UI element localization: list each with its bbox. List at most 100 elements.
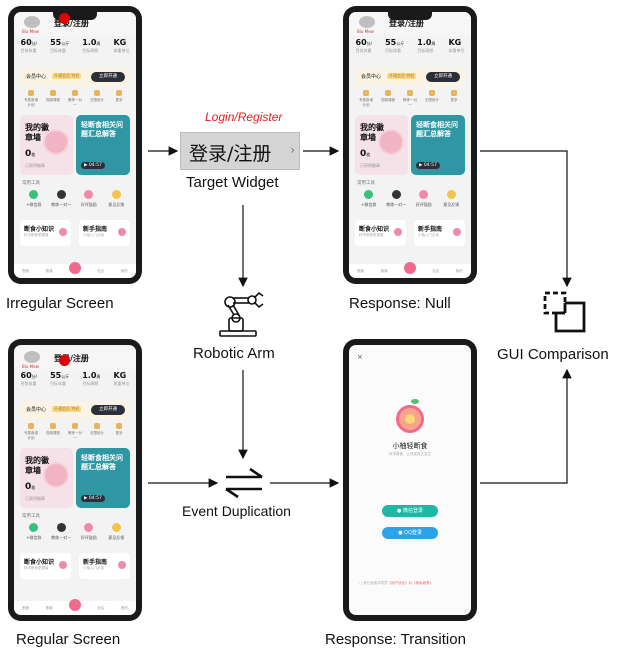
tools-row: +微信群 教练一对一 好评鼓励 意见反馈 xyxy=(20,188,130,212)
badge-card-title: 我的徽章墙 xyxy=(25,123,49,142)
tab-community[interactable]: 社区 xyxy=(97,268,105,273)
article-card[interactable]: 轻断食相关问题汇总解答 ▶ 04:57 xyxy=(76,448,130,508)
tab-me[interactable]: 我的 xyxy=(455,268,463,273)
medal-icon xyxy=(378,129,404,155)
robotic-arm-caption: Robotic Arm xyxy=(193,345,275,362)
badge-wall-card[interactable]: 我的徽章墙 0枚 已获得徽章 xyxy=(355,115,408,175)
logo-subtitle: Biu Mew xyxy=(357,29,374,34)
response-transition-caption: Response: Transition xyxy=(325,631,466,648)
login-register-link[interactable]: 登录/注册 xyxy=(54,354,89,363)
vip-banner[interactable]: 会员中心 开通会员 特权 立即开通 xyxy=(20,68,130,86)
close-icon[interactable]: × xyxy=(357,353,363,361)
login-register-link[interactable]: 登录/注册 xyxy=(54,19,89,28)
knowledge-card[interactable]: 断食小知识科学断食更健康 xyxy=(20,220,71,246)
wechat-login-label: 微信登录 xyxy=(402,508,423,514)
tool-item[interactable]: 意见反馈 xyxy=(104,521,128,545)
terms-link-user[interactable]: 《用户协议》 xyxy=(387,581,409,585)
login-register-link[interactable]: 登录/注册 xyxy=(389,19,424,28)
vip-open-button[interactable]: 立即开通 xyxy=(91,72,125,82)
center-action-button[interactable] xyxy=(68,262,81,274)
swap-arrows-icon xyxy=(225,467,263,499)
tab-me[interactable]: 我的 xyxy=(120,605,128,610)
feature-item[interactable]: 视频课程 xyxy=(45,88,61,108)
tool-item[interactable]: +微信群 xyxy=(357,188,381,212)
tab-fasting[interactable]: 断食 xyxy=(22,605,30,610)
vip-title: 会员中心 xyxy=(26,407,47,413)
tab-recipes[interactable]: 食谱 xyxy=(45,268,53,273)
badge-card-title: 我的徽章墙 xyxy=(360,123,384,142)
tools-label: 常用工具 xyxy=(22,181,40,186)
tools-row: +微信群 教练一对一 好评鼓励 意见反馈 xyxy=(20,521,130,545)
feature-item[interactable]: 更多 xyxy=(111,421,127,441)
vip-banner[interactable]: 会员中心 开通会员 特权 立即开通 xyxy=(20,401,130,419)
terms-link-privacy[interactable]: 《隐私政策》 xyxy=(412,581,434,585)
feature-item[interactable]: 无限统计 xyxy=(89,421,105,441)
terms-prefix: 我已阅读并同意 xyxy=(363,581,388,585)
center-action-button[interactable] xyxy=(68,599,81,611)
tool-item[interactable]: 意见反馈 xyxy=(439,188,463,212)
avatar[interactable] xyxy=(359,16,375,28)
feature-item[interactable]: 更多 xyxy=(446,88,462,108)
guide-card[interactable]: 新手指南小轴入门必读 xyxy=(414,220,465,246)
knowledge-card[interactable]: 断食小知识科学断食更健康 xyxy=(20,553,71,579)
top-bar: Biu Mew 登录/注册 xyxy=(14,12,136,36)
feature-item[interactable]: 教练一对一 xyxy=(67,88,83,108)
tab-community[interactable]: 社区 xyxy=(97,605,105,610)
stat-item: 1.0周目标周期 xyxy=(82,38,101,53)
tool-item[interactable]: +微信群 xyxy=(22,521,46,545)
vip-open-button[interactable]: 立即开通 xyxy=(426,72,460,82)
tool-item[interactable]: 意见反馈 xyxy=(104,188,128,212)
vip-title: 会员中心 xyxy=(26,74,47,80)
vip-open-button[interactable]: 立即开通 xyxy=(91,405,125,415)
wechat-login-button[interactable]: ● 微信登录 xyxy=(382,505,438,517)
tool-item[interactable]: 教练一对一 xyxy=(49,521,73,545)
stat-item: 55公斤目标体重 xyxy=(50,38,70,53)
tab-fasting[interactable]: 断食 xyxy=(357,268,365,273)
feature-item[interactable]: 教练一对一 xyxy=(402,88,418,108)
feature-item[interactable]: 视频课程 xyxy=(45,421,61,441)
guide-card[interactable]: 新手指南小轴入门必读 xyxy=(79,553,130,579)
regular-screen-caption: Regular Screen xyxy=(16,631,121,648)
tab-me[interactable]: 我的 xyxy=(120,268,128,273)
video-duration: ▶ 04:57 xyxy=(81,162,105,169)
feature-icon-row: 专属食谱计划 视频课程 教练一对一 无限统计 更多 xyxy=(20,88,130,108)
feature-item[interactable]: 专属食谱计划 xyxy=(23,421,39,441)
tool-item[interactable]: 好评鼓励 xyxy=(77,188,101,212)
tab-community[interactable]: 社区 xyxy=(432,268,440,273)
tab-recipes[interactable]: 食谱 xyxy=(380,268,388,273)
badge-wall-card[interactable]: 我的徽章墙 0枚 已获得徽章 xyxy=(20,448,73,508)
center-action-button[interactable] xyxy=(403,262,416,274)
avatar[interactable] xyxy=(24,351,40,363)
knowledge-card[interactable]: 断食小知识科学断食更健康 xyxy=(355,220,406,246)
tool-item[interactable]: 好评鼓励 xyxy=(77,521,101,545)
tool-item[interactable]: 教练一对一 xyxy=(49,188,73,212)
article-title: 轻断食相关问题汇总解答 xyxy=(416,121,458,138)
tool-item[interactable]: +微信群 xyxy=(22,188,46,212)
guide-card[interactable]: 新手指南小轴入门必读 xyxy=(79,220,130,246)
login-screen: × 小柚轻断食 科学断食，让改变真正发生 ● 微信登录 ● QQ登录 ○ 我已阅… xyxy=(349,345,471,615)
feature-item[interactable]: 专属食谱计划 xyxy=(358,88,374,108)
tab-fasting[interactable]: 断食 xyxy=(22,268,30,273)
tab-recipes[interactable]: 食谱 xyxy=(45,605,53,610)
recording-dot xyxy=(59,355,70,366)
vip-tag: 开通会员 特权 xyxy=(52,73,82,79)
qq-login-button[interactable]: ● QQ登录 xyxy=(382,527,438,539)
badge-count: 0枚 xyxy=(360,149,371,159)
feature-item[interactable]: 更多 xyxy=(111,88,127,108)
article-card[interactable]: 轻断食相关问题汇总解答 ▶ 04:57 xyxy=(411,115,465,175)
feature-item[interactable]: 无限统计 xyxy=(424,88,440,108)
badge-wall-card[interactable]: 我的徽章墙 0枚 已获得徽章 xyxy=(20,115,73,175)
feature-item[interactable]: 无限统计 xyxy=(89,88,105,108)
feature-item[interactable]: 专属食谱计划 xyxy=(23,88,39,108)
feature-item[interactable]: 视频课程 xyxy=(380,88,396,108)
vip-banner[interactable]: 会员中心 开通会员 特权 立即开通 xyxy=(355,68,465,86)
avatar[interactable] xyxy=(24,16,40,28)
tool-item[interactable]: 教练一对一 xyxy=(384,188,408,212)
feature-item[interactable]: 教练一对一 xyxy=(67,421,83,441)
chevron-right-icon: › xyxy=(290,143,295,157)
tool-item[interactable]: 好评鼓励 xyxy=(412,188,436,212)
article-card[interactable]: 轻断食相关问题汇总解答 ▶ 04:57 xyxy=(76,115,130,175)
